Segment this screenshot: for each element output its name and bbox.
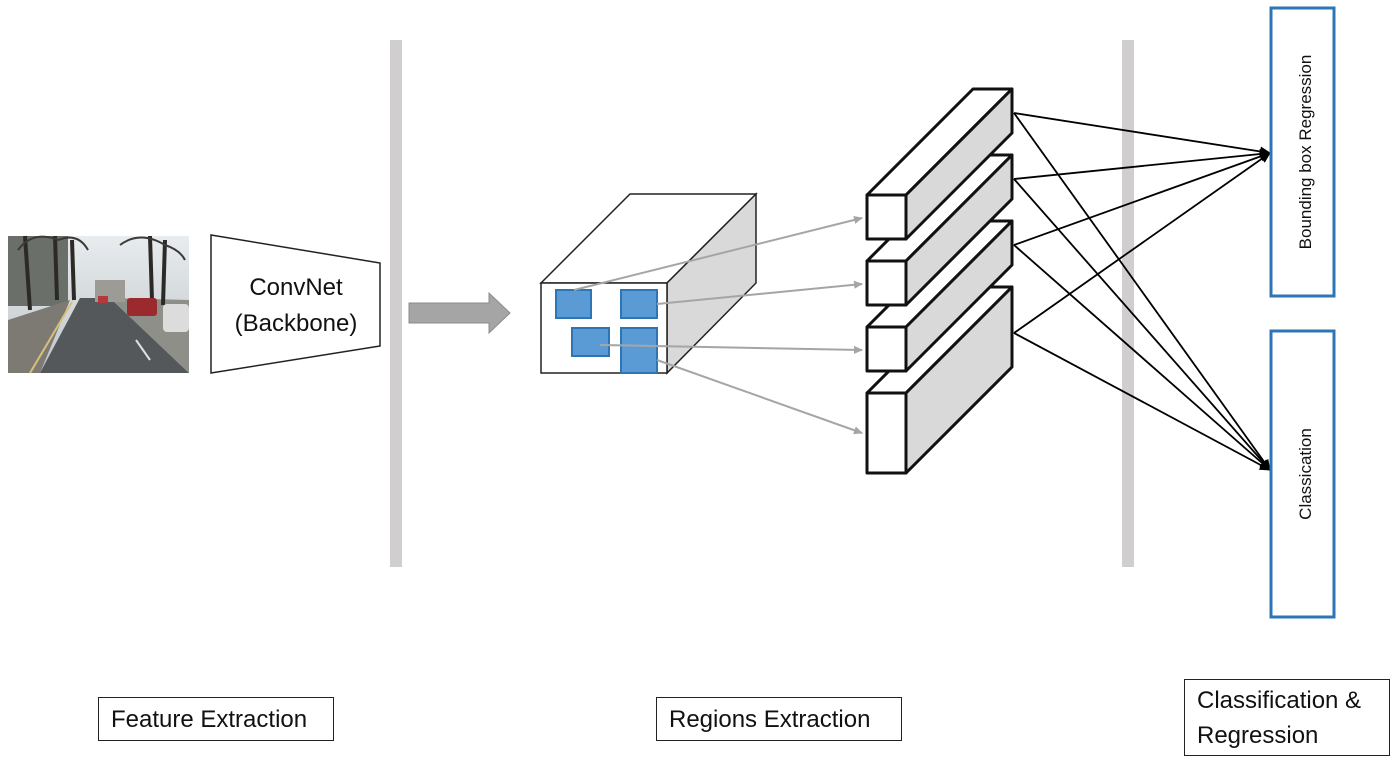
flow-arrow bbox=[408, 291, 511, 335]
feature-map-cuboid bbox=[539, 192, 758, 375]
region-proposal-3 bbox=[571, 327, 610, 357]
backbone-label: (Backbone) bbox=[235, 310, 358, 337]
convnet-backbone-block: ConvNet (Backbone) bbox=[210, 234, 381, 374]
roi-feature-blocks bbox=[865, 87, 1014, 475]
roi-arrows bbox=[573, 216, 863, 435]
roi-block-1 bbox=[865, 87, 1014, 241]
stage-label-classification-regression: Classification & Regression bbox=[1184, 679, 1390, 756]
classification-output: Classication bbox=[1269, 329, 1336, 619]
region-proposal-2 bbox=[620, 289, 658, 319]
bbox-regression-label: Bounding box Regression bbox=[1296, 55, 1315, 250]
convnet-label: ConvNet bbox=[249, 274, 343, 301]
bbox-regression-output: Bounding box Regression bbox=[1269, 6, 1336, 298]
stage-divider-1 bbox=[390, 40, 402, 567]
fc-connections bbox=[1013, 112, 1271, 471]
region-proposal-4 bbox=[620, 327, 658, 374]
stage-label-regions-extraction: Regions Extraction bbox=[656, 697, 902, 741]
region-proposal-1 bbox=[555, 289, 592, 319]
input-street-image bbox=[8, 235, 189, 374]
stage-label-feature-extraction: Feature Extraction bbox=[98, 697, 334, 741]
stage-divider-2 bbox=[1122, 40, 1134, 567]
classification-label: Classication bbox=[1296, 428, 1315, 520]
